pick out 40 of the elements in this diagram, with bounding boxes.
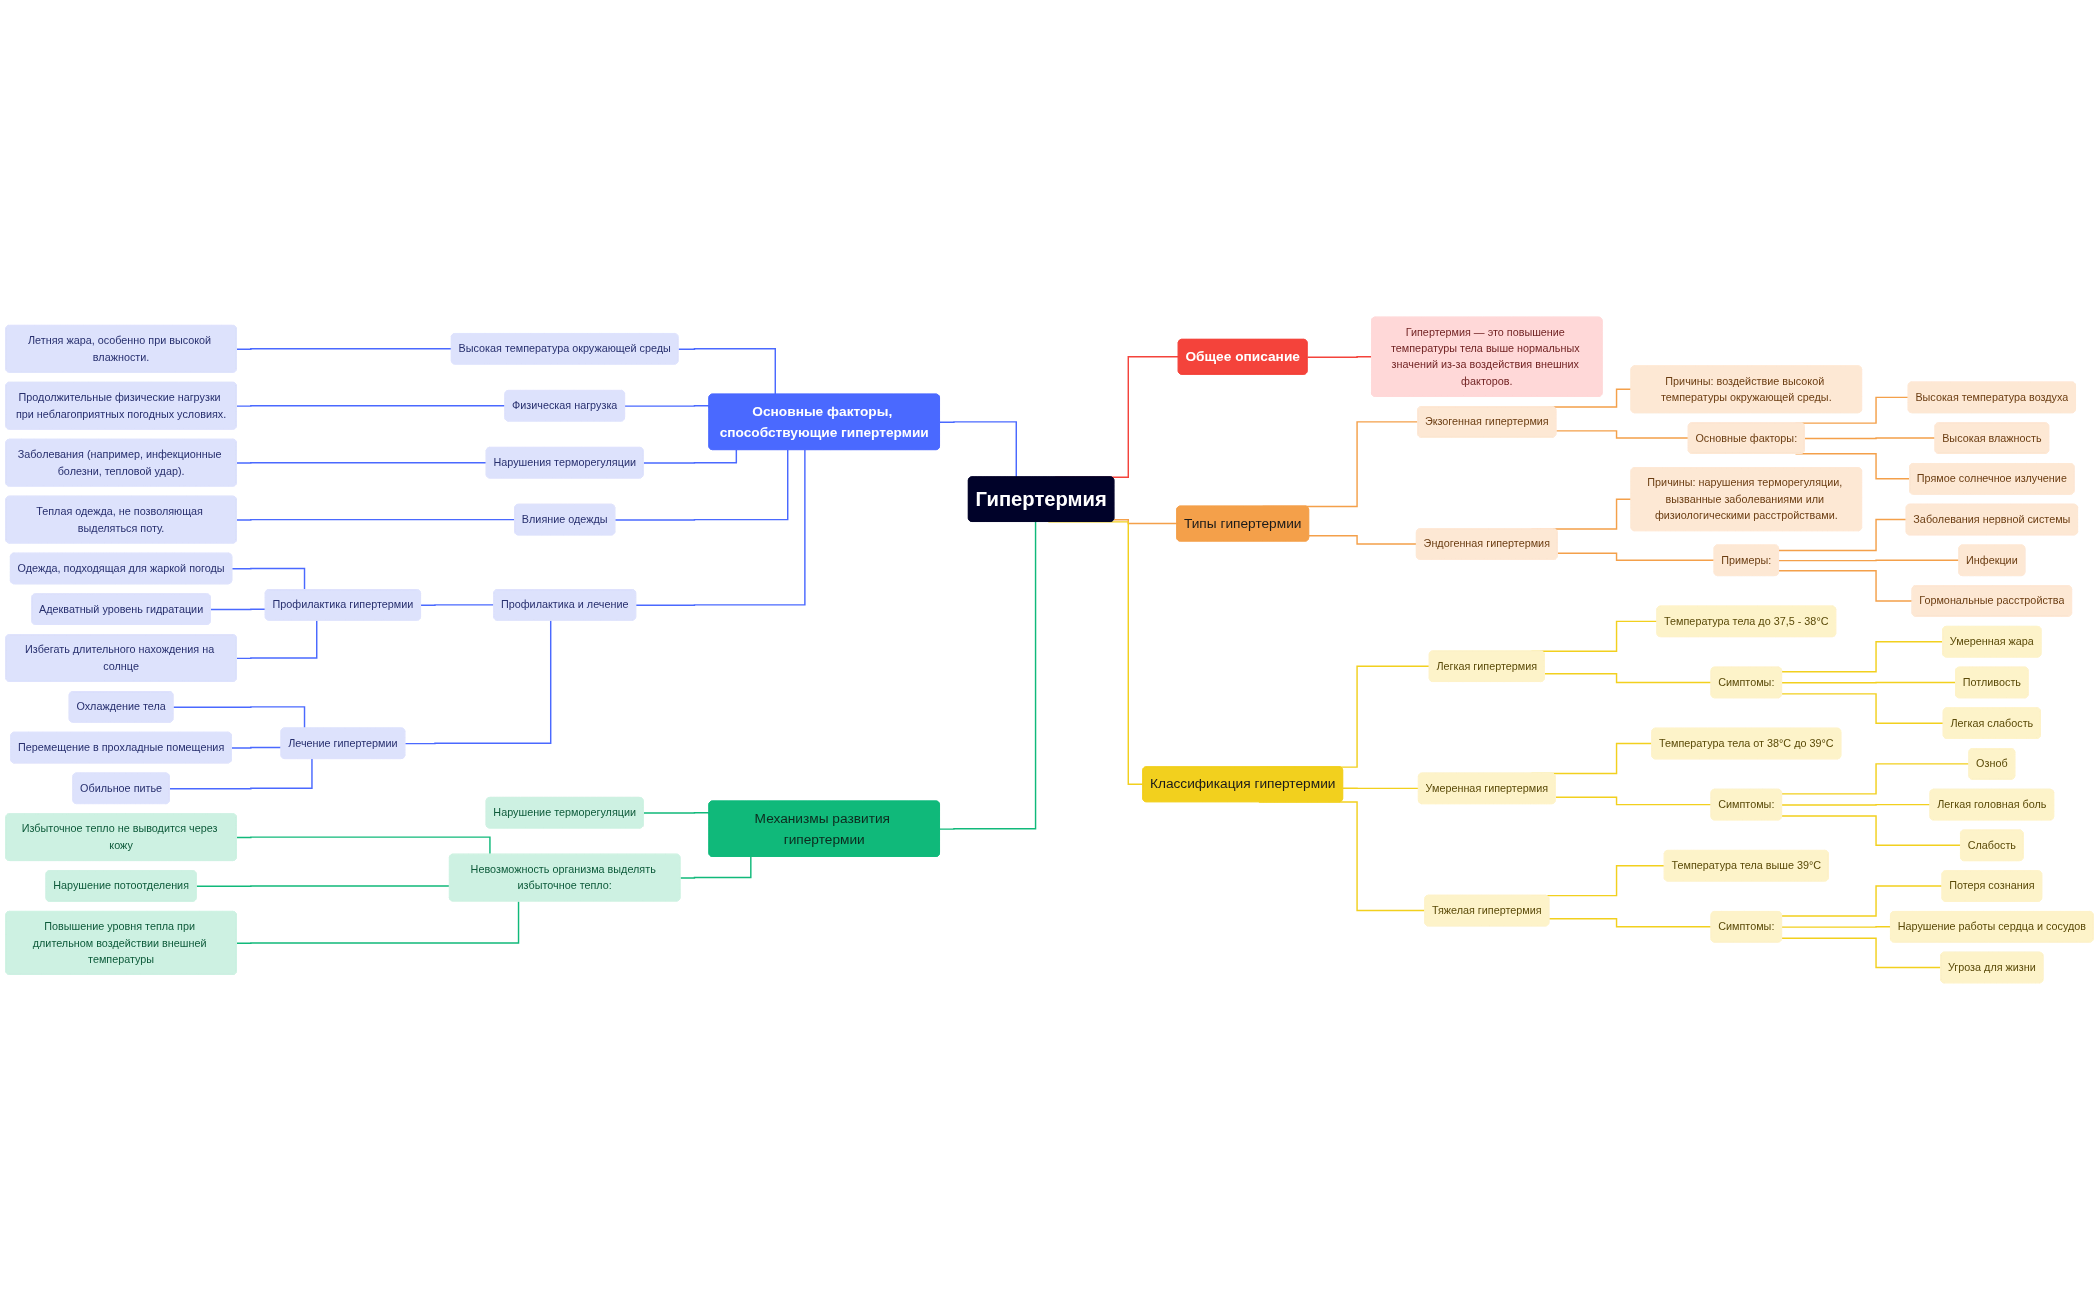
connector xyxy=(1778,559,1960,562)
connector xyxy=(236,836,491,856)
connector xyxy=(172,706,306,729)
connector xyxy=(236,405,506,407)
connector xyxy=(1781,693,1945,725)
connector xyxy=(1781,641,1944,673)
connector xyxy=(236,518,516,521)
connector xyxy=(1778,570,1914,603)
connector xyxy=(231,567,306,591)
connector xyxy=(1781,937,1942,969)
connector xyxy=(635,449,806,606)
connector xyxy=(1781,815,1962,847)
connector xyxy=(169,758,313,790)
connector xyxy=(614,449,789,521)
connector xyxy=(1308,535,1418,546)
connector xyxy=(939,521,1037,830)
connector xyxy=(642,449,738,464)
connector xyxy=(1781,763,1970,795)
connector xyxy=(1555,430,1690,440)
connector xyxy=(1778,518,1908,552)
connector xyxy=(624,405,710,409)
connector xyxy=(1781,681,1957,684)
connector xyxy=(679,856,752,879)
connector xyxy=(236,461,488,464)
connector xyxy=(195,884,451,888)
connector xyxy=(939,421,1017,478)
connector xyxy=(1342,787,1420,790)
connector xyxy=(236,348,453,350)
connector xyxy=(1113,519,1178,525)
connector xyxy=(1781,926,1892,928)
connector xyxy=(404,619,552,745)
connector xyxy=(1804,437,1936,440)
connector xyxy=(420,604,495,606)
connector xyxy=(1306,356,1373,358)
connector xyxy=(236,900,520,944)
connector xyxy=(210,608,267,611)
connector xyxy=(1556,552,1716,562)
connector xyxy=(236,619,318,660)
connector xyxy=(642,812,710,816)
connector xyxy=(677,348,776,396)
